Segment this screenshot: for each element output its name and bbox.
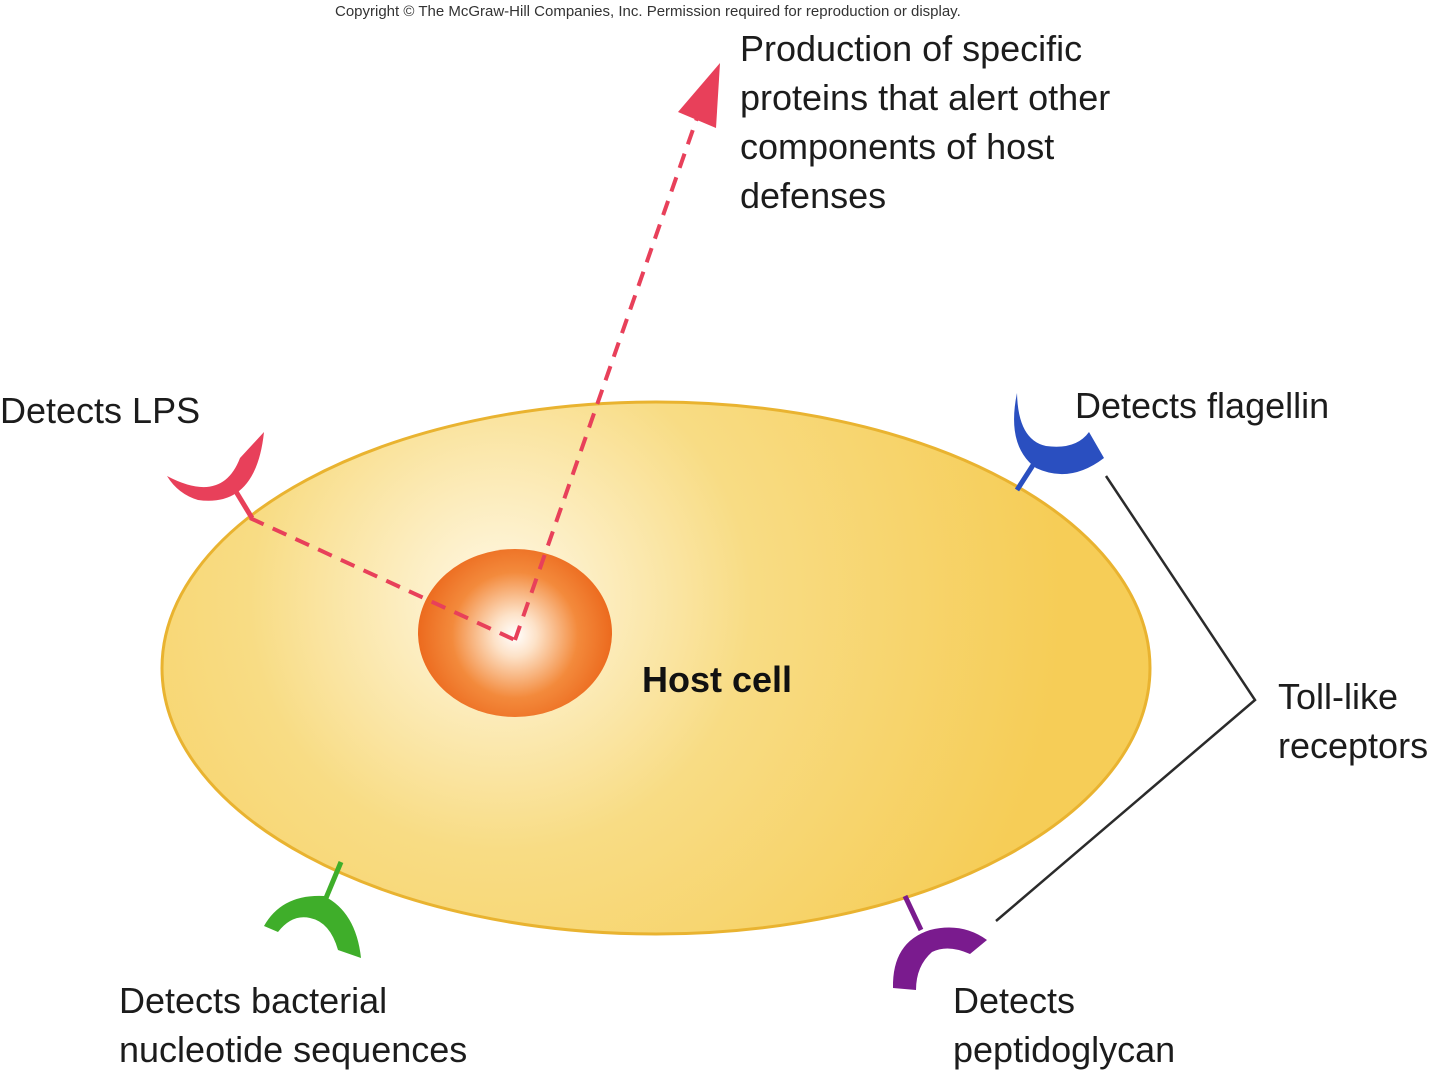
lps-label-line: Detects LPS bbox=[0, 390, 201, 431]
output-label-line: components of host bbox=[740, 126, 1055, 167]
flagellin-label-line: Detects flagellin bbox=[1075, 385, 1330, 426]
peptidoglycan-label-line: peptidoglycan bbox=[953, 1029, 1176, 1070]
nucleotide-label: Detects bacterial nucleotide sequences bbox=[119, 976, 467, 1074]
peptidoglycan-label-line: Detects bbox=[953, 980, 1076, 1021]
output-label-line: Production of specific bbox=[740, 28, 1083, 69]
nucleotide-label-line: Detects bacterial bbox=[119, 980, 388, 1021]
toll-like-label-line: Toll-like bbox=[1278, 676, 1399, 717]
receptor-flagellin bbox=[1014, 393, 1104, 492]
host-cell-nucleus bbox=[418, 549, 612, 717]
receptor-lps bbox=[167, 432, 264, 520]
flagellin-label: Detects flagellin bbox=[1075, 381, 1329, 430]
signal-path-outward bbox=[513, 117, 699, 641]
toll-like-label-line: receptors bbox=[1278, 725, 1429, 766]
toll-like-bracket bbox=[995, 475, 1257, 922]
host-cell-label: Host cell bbox=[642, 659, 793, 700]
output-label-line: proteins that alert other bbox=[740, 77, 1111, 118]
signal-arrowhead bbox=[678, 63, 720, 128]
nucleotide-label-line: nucleotide sequences bbox=[119, 1029, 468, 1070]
receptor-peptidoglycan bbox=[892, 894, 987, 990]
toll-like-receptors-label: Toll-like receptors bbox=[1278, 672, 1428, 770]
host-cell bbox=[160, 400, 1152, 936]
output-label-line: defenses bbox=[740, 175, 887, 216]
copyright-notice: Copyright © The McGraw-Hill Companies, I… bbox=[335, 3, 961, 20]
receptor-nucleotide bbox=[264, 861, 361, 958]
output-label: Production of specific proteins that ale… bbox=[740, 24, 1110, 220]
lps-label: Detects LPS bbox=[0, 386, 200, 435]
peptidoglycan-label: Detects peptidoglycan bbox=[953, 976, 1175, 1074]
